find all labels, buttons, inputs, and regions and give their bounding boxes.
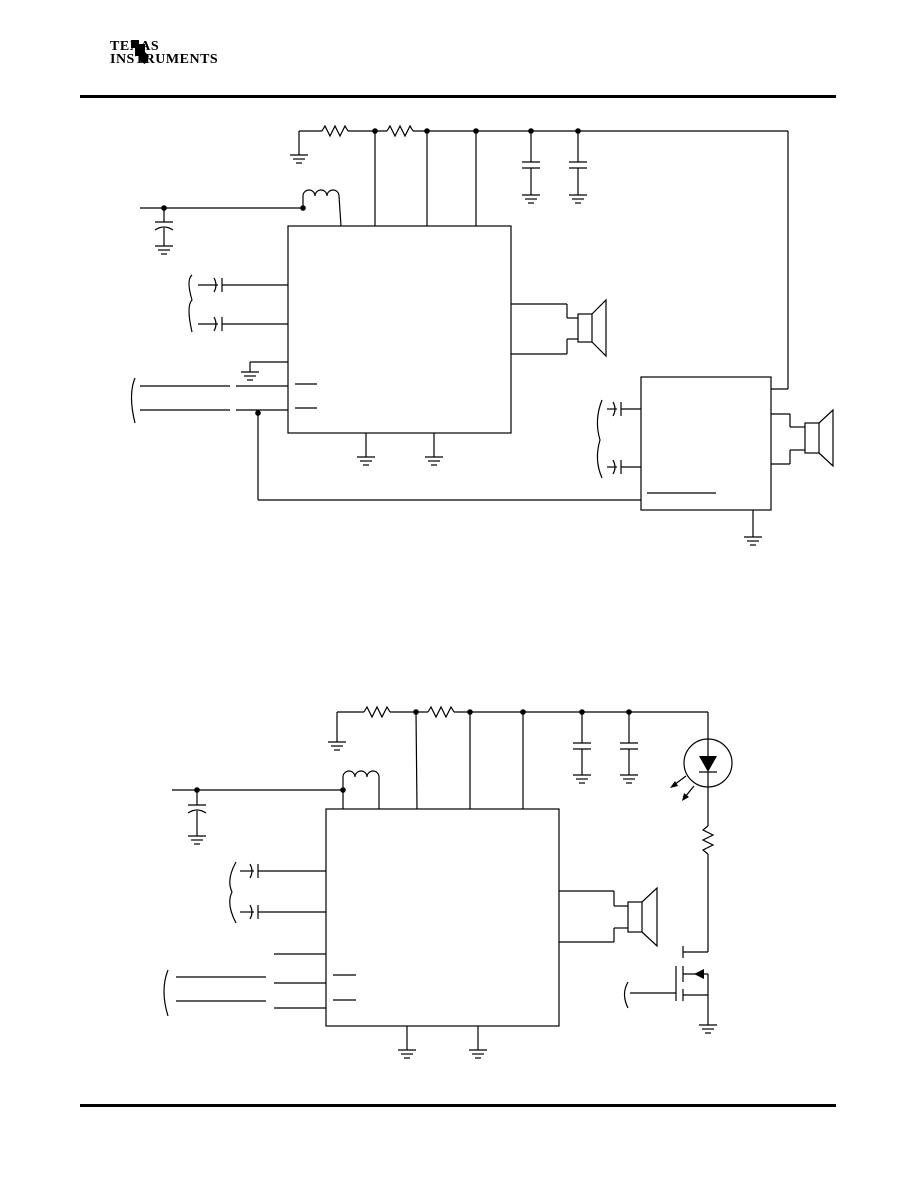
footer-rule (80, 1104, 836, 1107)
top-capacitor-2 (569, 131, 587, 204)
bottom-schematic (163, 705, 733, 1059)
bottom-input-brace (229, 861, 237, 924)
top-control-brace (130, 377, 136, 424)
top-schematic (130, 124, 834, 546)
top-speaker-2-icon (804, 408, 834, 468)
bottom-led-resistor (701, 825, 715, 855)
top-ground-1 (290, 154, 308, 164)
company-line1: Texas (110, 39, 160, 54)
top-secondary-ic (640, 376, 772, 511)
ti-logo-icon (131, 40, 149, 64)
company-name: Texas Instruments (110, 39, 219, 67)
bottom-inductor (342, 770, 380, 809)
top-resistor-1 (321, 124, 349, 138)
top-capacitor-1 (522, 131, 540, 204)
bottom-light-arrow-icon (552, 762, 565, 788)
header-rule (80, 95, 836, 98)
top-input-capacitor (154, 208, 174, 255)
top-resistor-2 (386, 124, 414, 138)
bottom-main-ic (325, 808, 560, 1027)
top-secondary-brace (596, 399, 603, 479)
top-input-brace (188, 274, 193, 333)
bottom-mosfet-icon (623, 946, 717, 1034)
top-inductor (302, 189, 342, 227)
bottom-resistor-1 (363, 705, 391, 719)
bottom-speaker-icon (627, 886, 658, 948)
top-speaker-1-icon (577, 298, 607, 358)
top-main-ic (287, 225, 512, 434)
bottom-control-brace (163, 969, 169, 1017)
bottom-resistor-2 (427, 705, 455, 719)
company-line2: Instruments (110, 52, 219, 67)
